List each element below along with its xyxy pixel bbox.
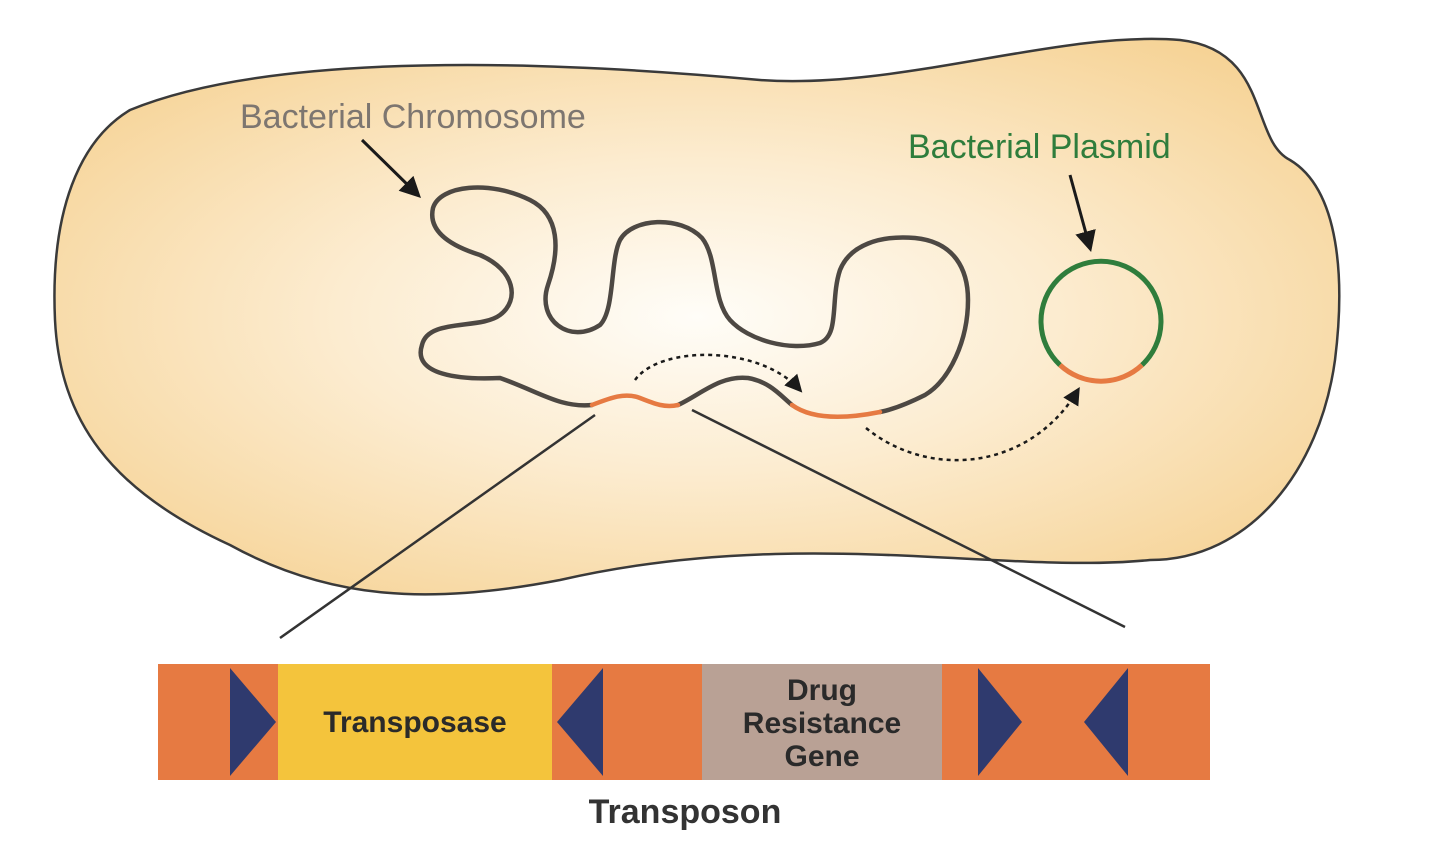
inverted-repeat-left-outer — [230, 668, 276, 776]
chromosome-label: Bacterial Chromosome — [240, 98, 586, 136]
inverted-repeat-right-outer — [1084, 668, 1128, 776]
bacterial-chromosome — [418, 185, 971, 415]
chromosome-segment-middle — [675, 375, 795, 408]
plasmid-ring — [1038, 258, 1164, 367]
plasmid-label: Bacterial Plasmid — [908, 128, 1171, 166]
resistance-gene-label-line-1: Drug — [787, 674, 857, 707]
zoom-line-left — [279, 413, 596, 640]
inverted-repeat-right-inner — [978, 668, 1022, 776]
transposon-on-chromosome-origin — [589, 393, 681, 409]
plasmid-transposon-segment — [1058, 363, 1144, 384]
plasmid-pointer-arrow — [1068, 174, 1096, 253]
transposase-label: Transposase — [323, 706, 506, 739]
chromosome-pointer-arrow — [360, 138, 421, 198]
zoom-line-right — [691, 408, 1126, 629]
transposon-bar: Transposase Drug Resistance Gene — [158, 664, 1210, 780]
inverted-repeat-left-inner — [557, 668, 603, 776]
transposition-arrow-chromosome — [633, 353, 803, 393]
transposon-title: Transposon — [589, 793, 782, 831]
resistance-gene-label-line-3: Gene — [784, 740, 859, 773]
transposition-arrow-plasmid — [865, 387, 1080, 462]
resistance-gene — [702, 664, 942, 780]
transposase-gene — [278, 664, 552, 780]
resistance-gene-label-line-2: Resistance — [743, 707, 901, 740]
bacterial-cell — [53, 37, 1341, 596]
transposon-on-chromosome-new — [789, 402, 883, 419]
